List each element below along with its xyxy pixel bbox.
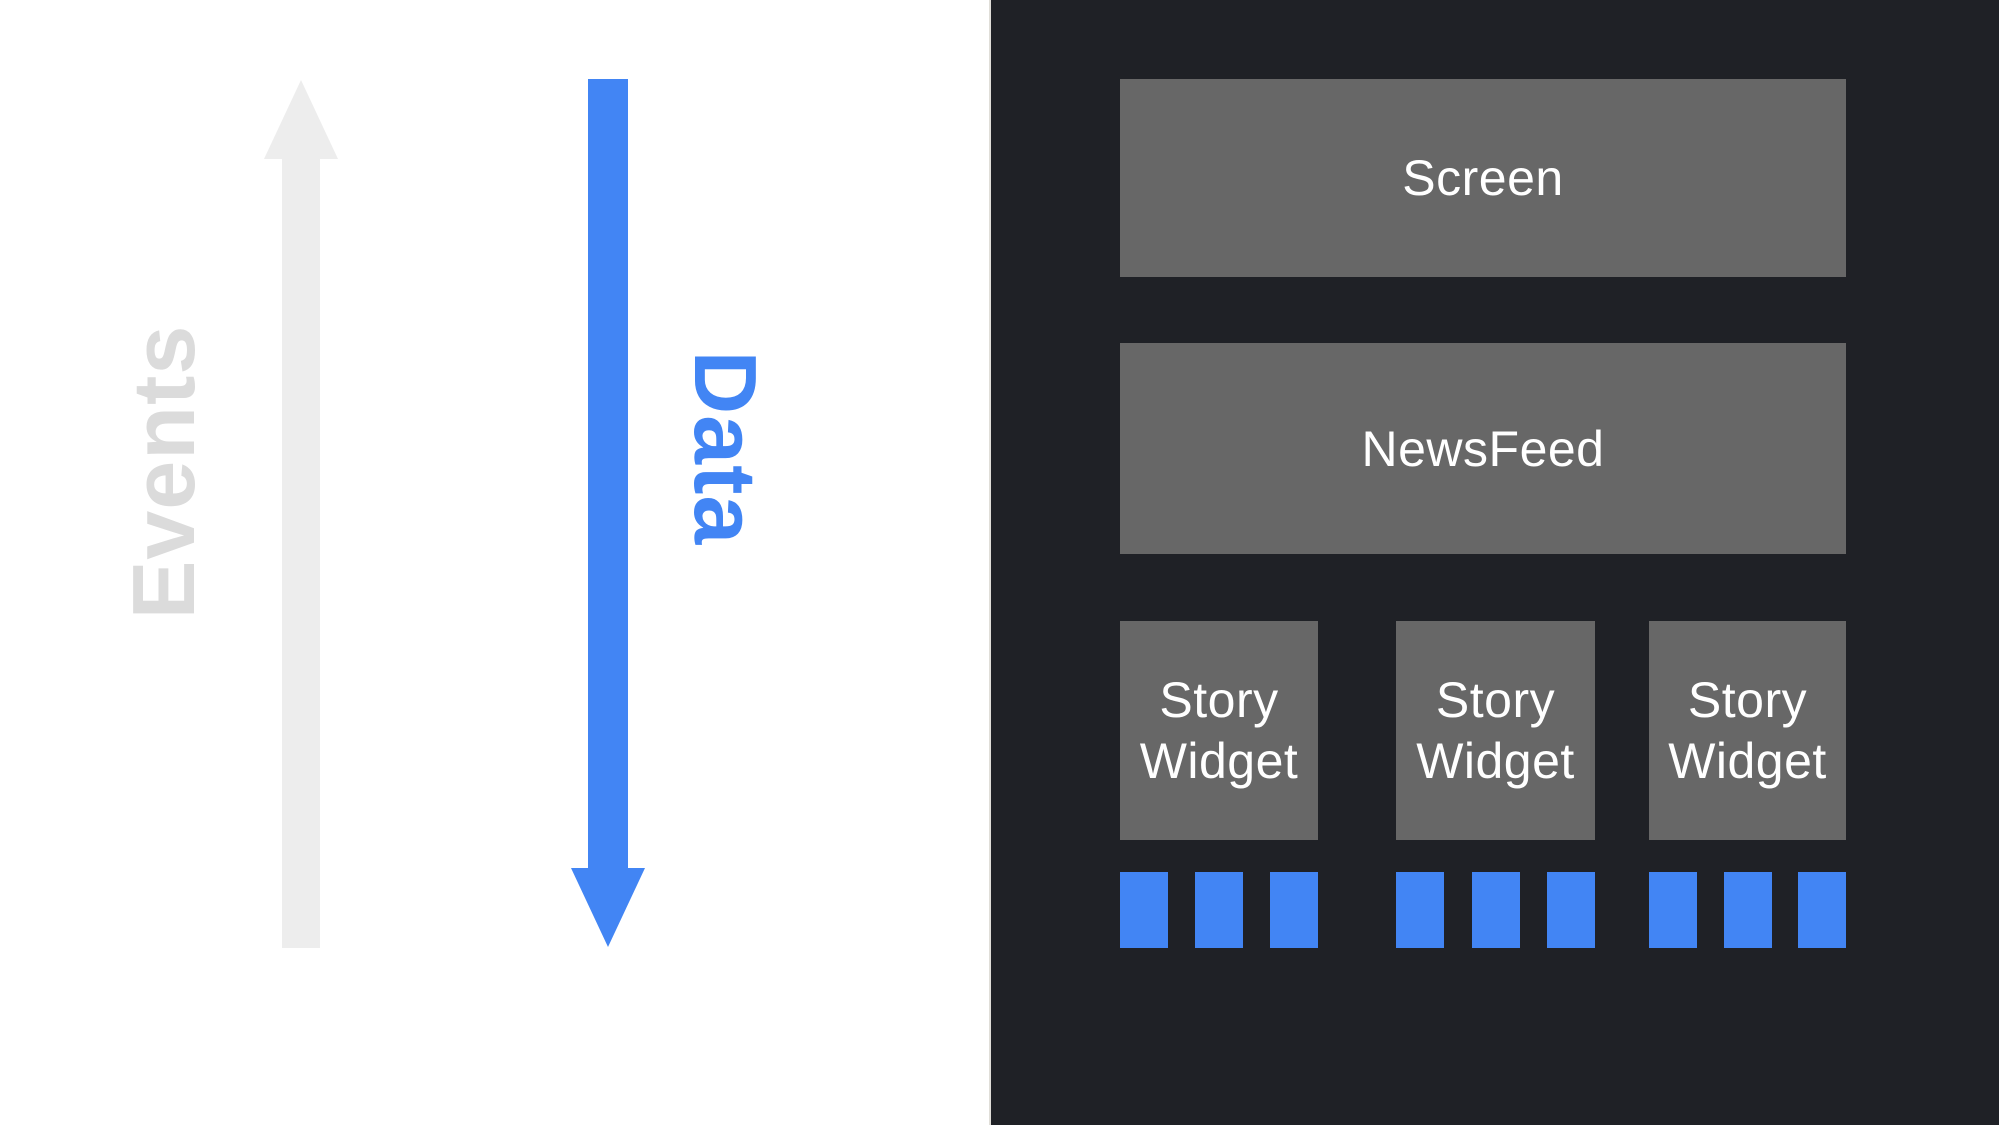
story-item-square — [1195, 872, 1243, 948]
story-widget-box: Story Widget — [1396, 621, 1595, 840]
screen-box: Screen — [1120, 79, 1846, 277]
data-label: Data — [676, 350, 775, 546]
story-item-square — [1723, 872, 1772, 948]
story-items-row — [1396, 872, 1595, 948]
flow-panel: Events Data — [0, 0, 989, 1125]
story-item-square — [1396, 872, 1444, 948]
newsfeed-box: NewsFeed — [1120, 343, 1846, 554]
data-down-arrow — [571, 79, 645, 947]
story-widget-label: Story Widget — [1139, 671, 1299, 789]
story-item-square — [1547, 872, 1595, 948]
story-item-square — [1798, 872, 1846, 948]
story-widget-box: Story Widget — [1120, 621, 1318, 840]
story-item-square — [1471, 872, 1520, 948]
story-item-square — [1270, 872, 1318, 948]
story-item-square — [1649, 872, 1697, 948]
story-items-row — [1649, 872, 1846, 948]
story-widget-label: Story Widget — [1668, 671, 1827, 789]
newsfeed-label: NewsFeed — [1361, 420, 1605, 477]
screen-label: Screen — [1402, 150, 1564, 206]
story-widget-box: Story Widget — [1649, 621, 1846, 840]
story-items-row — [1120, 872, 1318, 948]
events-up-arrow — [264, 80, 338, 948]
story-widget-label: Story Widget — [1416, 671, 1575, 789]
widget-tree-panel: Screen NewsFeed Story Widget Story Widge… — [989, 0, 1999, 1125]
events-label: Events — [114, 324, 213, 620]
story-item-square — [1120, 872, 1168, 948]
